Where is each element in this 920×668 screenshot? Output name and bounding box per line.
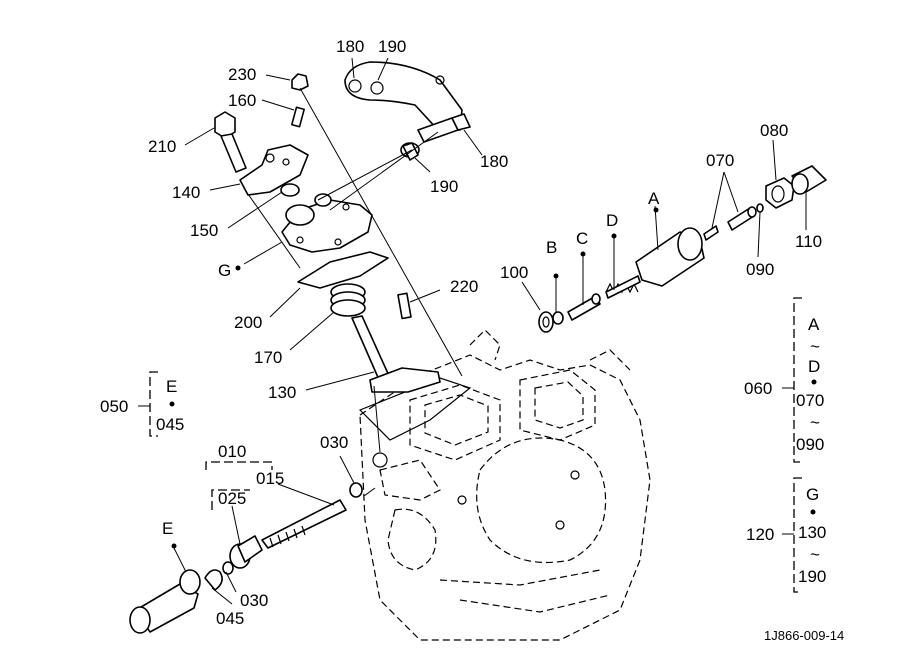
group-060-label: 060: [744, 379, 772, 398]
part-B: [552, 311, 564, 325]
spring-D: [605, 275, 641, 299]
pin-220: [397, 292, 412, 320]
callout-140: 140: [172, 183, 200, 202]
group-060: 060 A ~ D 070 ~ 090: [744, 297, 824, 463]
callout-150: 150: [190, 221, 218, 240]
callout-080: 080: [760, 121, 788, 140]
bushing-150: [280, 183, 300, 197]
bolt-180: [417, 113, 471, 143]
callout-160: 160: [228, 91, 256, 110]
callout-210: 210: [148, 137, 176, 156]
nut-230: [291, 73, 309, 91]
group-060-tilde1: ~: [810, 337, 820, 356]
callout-090: 090: [746, 260, 774, 279]
drawing-code: 1J866-009-14: [764, 628, 844, 643]
lever-shaft-130: [351, 315, 441, 393]
callout-G: G: [218, 261, 231, 280]
callout-A: A: [648, 189, 660, 208]
callout-190a: 190: [378, 37, 406, 56]
callout-D: D: [606, 211, 618, 230]
engine-block: [358, 329, 651, 641]
callout-230: 230: [228, 65, 256, 84]
callout-220: 220: [450, 277, 478, 296]
callout-025: 025: [218, 489, 246, 508]
group-120-mid: 130: [798, 523, 826, 542]
group-060-mid-from: D: [808, 357, 820, 376]
group-050-to: 045: [156, 415, 184, 434]
leader-lines: [173, 57, 807, 605]
callout-C: C: [576, 229, 588, 248]
callout-110: 110: [795, 232, 822, 251]
governor-housing: [281, 193, 373, 253]
lever-140: [239, 144, 309, 196]
dot-B: [553, 273, 559, 279]
group-120-to: 190: [798, 567, 826, 586]
group-050: 050 E 045: [100, 371, 184, 437]
part-C: [567, 293, 601, 321]
dot-A: [653, 207, 659, 213]
callout-200: 200: [234, 313, 262, 332]
dot-C: [580, 251, 586, 257]
bolt-210: [214, 111, 247, 173]
bracket-180: [344, 61, 463, 131]
callout-070: 070: [706, 151, 734, 170]
callout-130: 130: [268, 383, 296, 402]
washer-030-lower: [222, 561, 234, 575]
callout-045: 045: [216, 609, 244, 628]
callout-030a: 030: [320, 433, 348, 452]
group-060-tilde2: ~: [810, 413, 820, 432]
washer-090: [756, 203, 764, 213]
group-050-label: 050: [100, 397, 128, 416]
washer-100: [538, 311, 554, 333]
callout-E: E: [162, 519, 173, 538]
group-060-to: 090: [796, 435, 824, 454]
callout-labels: 180 190 230 160 210 140 150 G 190 180 20…: [148, 37, 822, 628]
group-050-from: E: [166, 377, 177, 396]
pin-160: [291, 106, 305, 128]
group-060-mid-to: 070: [796, 391, 824, 410]
spring-170: [330, 283, 366, 317]
callout-010: 010: [218, 442, 246, 461]
group-050-dot: [169, 401, 175, 407]
group-120-label: 120: [746, 525, 774, 544]
callout-190b: 190: [430, 177, 458, 196]
group-120-tilde: ~: [810, 545, 820, 564]
stud-015: [261, 499, 347, 549]
cap-E: [129, 569, 201, 634]
callout-B: B: [546, 238, 557, 257]
group-120-from: G: [806, 485, 819, 504]
gasket-200: [297, 251, 389, 289]
group-060-dot: [811, 379, 817, 385]
nut-025: [229, 535, 263, 569]
cap-110: [791, 165, 827, 195]
group-060-from: A: [808, 315, 820, 334]
spring-070: [703, 206, 757, 241]
group-120-dot: [810, 509, 816, 515]
callout-015: 015: [256, 469, 284, 488]
callout-180a: 180: [336, 37, 364, 56]
nut-080: [765, 177, 795, 209]
dot-G: [235, 265, 241, 271]
callout-180b: 180: [480, 152, 508, 171]
part-A: [635, 227, 705, 287]
washer-030-upper: [349, 482, 363, 498]
group-120: 120 G 130 ~ 190: [746, 477, 826, 593]
callout-030b: 030: [240, 591, 268, 610]
callout-100: 100: [500, 263, 528, 282]
clip-045: [204, 569, 223, 591]
dot-E: [171, 543, 177, 549]
dot-D: [611, 233, 617, 239]
callout-170: 170: [254, 348, 282, 367]
group-010-bracket: [205, 461, 273, 510]
